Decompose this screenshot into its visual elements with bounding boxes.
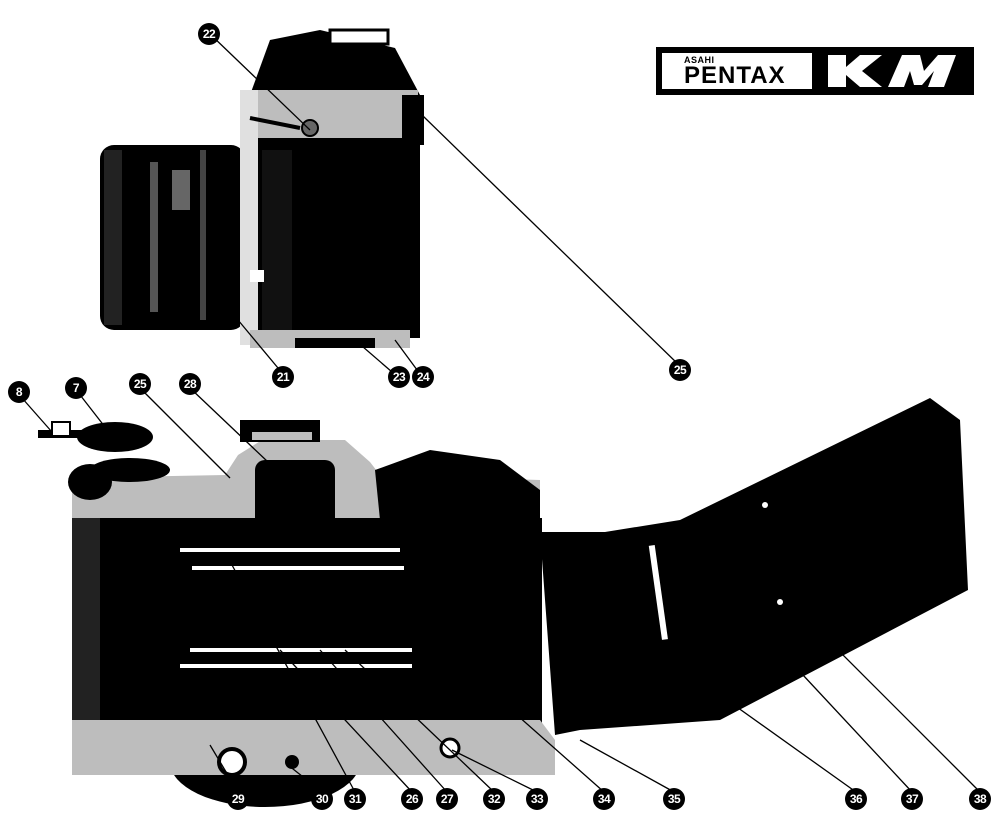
callout-25-top: 25	[669, 359, 691, 381]
top-plate	[240, 90, 418, 142]
callout-28: 28	[179, 373, 201, 395]
lens-barrel	[100, 145, 245, 330]
camera-side-view	[100, 28, 424, 348]
callout-34: 34	[593, 788, 615, 810]
callout-29: 29	[227, 788, 249, 810]
camera-rear-view	[38, 398, 968, 807]
callout-22: 22	[198, 23, 220, 45]
logo-pentax-text: PENTAX	[684, 62, 786, 89]
rear-bottom-plate	[72, 720, 555, 775]
logo-brand-panel: ASAHI PENTAX	[662, 53, 812, 89]
logo-asahi-text: ASAHI	[684, 55, 715, 65]
callout-33: 33	[526, 788, 548, 810]
rear-eyepiece	[255, 460, 335, 535]
leader-lines	[21, 33, 981, 793]
hot-shoe	[328, 28, 390, 46]
callout-7: 7	[65, 377, 87, 399]
callout-30: 30	[311, 788, 333, 810]
back-door	[540, 398, 968, 735]
callout-37: 37	[901, 788, 923, 810]
callout-38: 38	[969, 788, 991, 810]
callout-35: 35	[663, 788, 685, 810]
callout-32: 32	[483, 788, 505, 810]
pentaprism	[250, 30, 420, 95]
callout-25-bottom: 25	[129, 373, 151, 395]
callout-27: 27	[436, 788, 458, 810]
callout-26: 26	[401, 788, 423, 810]
rear-body	[72, 518, 542, 728]
callout-8: 8	[8, 381, 30, 403]
callout-31: 31	[344, 788, 366, 810]
callout-23: 23	[388, 366, 410, 388]
logo-km-mark	[828, 55, 956, 87]
pentax-km-logo: ASAHI PENTAX	[656, 47, 974, 95]
callout-24: 24	[412, 366, 434, 388]
callout-21: 21	[272, 366, 294, 388]
callout-36: 36	[845, 788, 867, 810]
